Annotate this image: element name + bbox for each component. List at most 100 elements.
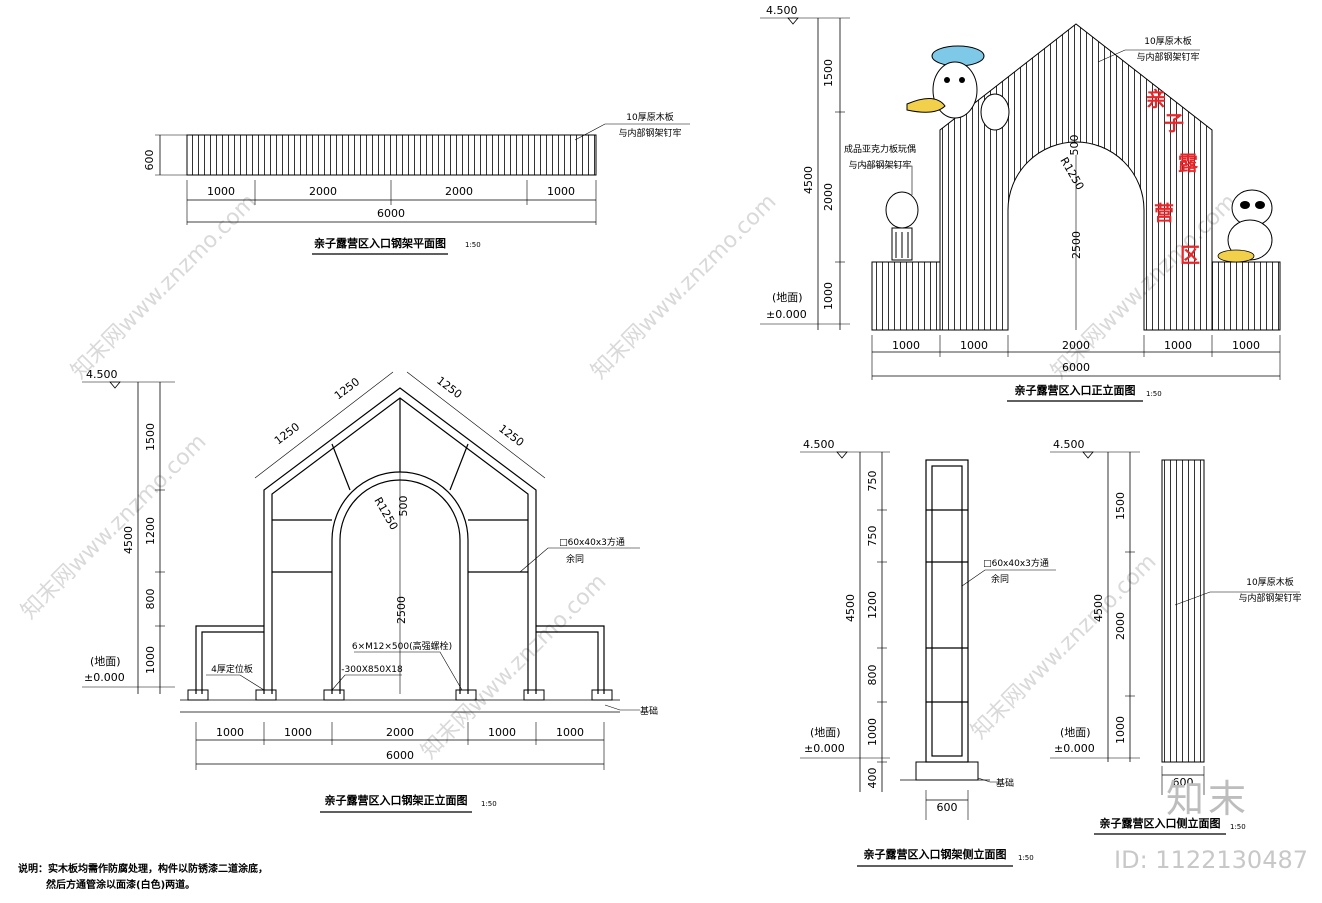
fs-ground-tag: (地面): [810, 726, 841, 739]
fe-sign-char-2: 子: [1164, 111, 1184, 135]
ff-tube-callout-2: 余同: [566, 553, 584, 565]
watermark: 知末网www.znzmo.com: [17, 429, 212, 624]
panda-figure-icon: [1217, 189, 1273, 263]
ff-arch-rise: 500: [397, 496, 410, 517]
fs-tube-callout-2: 余同: [991, 573, 1009, 585]
side-elevation-view: 4.500 (地面) ±0.000 1500 2000 1000 4500 10…: [1050, 438, 1302, 835]
fe-vtotal: 4500: [802, 166, 815, 194]
fs-vseg-1: 750: [866, 471, 879, 492]
se-scale: 1:50: [1230, 823, 1246, 831]
ff-opening-height: 2500: [395, 596, 408, 624]
fs-footing: [915, 761, 979, 781]
se-vseg-3: 1000: [1114, 716, 1127, 744]
plan-seg-4: 1000: [547, 185, 575, 198]
ff-vseg-4: 1000: [144, 646, 157, 674]
plan-title: 亲子露营区入口钢架平面图: [314, 236, 446, 250]
fe-vseg-3: 1000: [822, 282, 835, 310]
fe-figure-callout-2: 与内部钢架钉牢: [848, 159, 911, 171]
plan-depth-label: 600: [143, 150, 156, 171]
fe-vseg-1: 1500: [822, 59, 835, 87]
se-callout-1: 10厚原木板: [1246, 576, 1293, 588]
side-steel-frame: [925, 459, 969, 763]
se-vseg-1: 1500: [1114, 492, 1127, 520]
ff-plate-callout: 4厚定位板: [211, 663, 253, 675]
fe-left-low-panel: [871, 261, 941, 331]
fe-board-callout-2: 与内部钢架钉牢: [1136, 51, 1199, 63]
fe-seg-4: 1000: [1164, 339, 1192, 352]
se-vtotal: 4500: [1092, 594, 1105, 622]
ff-seg-3: 2000: [386, 726, 414, 739]
ff-seg-4: 1000: [488, 726, 516, 739]
se-ground-tag: (地面): [1060, 726, 1091, 739]
fe-figure-callout-1: 成品亚克力板玩偶: [844, 143, 916, 155]
base-plates: [180, 689, 620, 713]
ff-slope-3: 1250: [434, 374, 464, 401]
fe-ground-level: ±0.000: [766, 308, 807, 321]
fs-vseg-5: 1000: [866, 718, 879, 746]
fe-sign-char-5: 区: [1180, 243, 1200, 267]
ff-vseg-2: 1200: [144, 517, 157, 545]
fs-vseg-3: 1200: [866, 591, 879, 619]
id-tag: ID: 1122130487: [1114, 846, 1308, 874]
fs-title: 亲子露营区入口钢架侧立面图: [864, 847, 1007, 861]
ff-slope-2: 1250: [332, 375, 362, 402]
fs-foundation: 基础: [996, 777, 1014, 789]
fs-tube-callout-1: □60x40x3方通: [983, 557, 1049, 569]
fs-ground-level: ±0.000: [804, 742, 845, 755]
fe-seg-1: 1000: [892, 339, 920, 352]
fe-vseg-2: 2000: [822, 183, 835, 211]
fs-width: 600: [937, 801, 958, 814]
fe-seg-3: 2000: [1062, 339, 1090, 352]
fe-arch-rise: 500: [1068, 135, 1081, 156]
fe-arch-radius: R1250: [1057, 155, 1086, 192]
ff-slope-1: 1250: [272, 420, 302, 447]
ff-tube-callout-1: □60x40x3方通: [559, 536, 625, 548]
ff-vseg-1: 1500: [144, 423, 157, 451]
fe-total: 6000: [1062, 361, 1090, 374]
ff-vtotal: 4500: [122, 526, 135, 554]
duck-figure-icon: [906, 45, 1010, 131]
se-title: 亲子露营区入口侧立面图: [1100, 816, 1221, 830]
plan-seg-2: 2000: [309, 185, 337, 198]
ff-seg-2: 1000: [284, 726, 312, 739]
fe-title: 亲子露营区入口正立面图: [1015, 383, 1136, 397]
se-ground-level: ±0.000: [1054, 742, 1095, 755]
ff-slope-4: 1250: [496, 422, 526, 449]
se-callout-2: 与内部钢架钉牢: [1238, 592, 1301, 604]
plan-callout-2: 与内部钢架钉牢: [618, 127, 681, 139]
frame-front-view: 4.500 (地面) ±0.000 1500 1200 800 1000 450…: [82, 368, 658, 813]
fs-vseg-2: 750: [866, 526, 879, 547]
ff-ground-tag: (地面): [90, 655, 121, 668]
fs-top-level: 4.500: [803, 438, 835, 451]
note-line-2: 然后方通管涂以面漆(白色)两道。: [46, 880, 196, 891]
plan-view: 600 1000 2000 2000 1000 6000 10厚原木板 与内部钢…: [143, 111, 690, 255]
ff-title: 亲子露营区入口钢架正立面图: [325, 793, 468, 807]
ff-total: 6000: [386, 749, 414, 762]
plan-seg-1: 1000: [207, 185, 235, 198]
plan-scale: 1:50: [465, 241, 481, 249]
watermark: 知末网www.znzmo.com: [587, 189, 782, 384]
fe-opening-height: 2500: [1070, 231, 1083, 259]
ff-seg-1: 1000: [216, 726, 244, 739]
fe-ground-tag: (地面): [772, 291, 803, 304]
fs-vtotal: 4500: [844, 594, 857, 622]
ff-top-level: 4.500: [86, 368, 118, 381]
front-elevation-view: 4.500 (地面) ±0.000 1500 2000 1000 4500 50…: [760, 4, 1281, 402]
fe-sign-char-1: 亲: [1146, 87, 1166, 111]
se-top-level: 4.500: [1053, 438, 1085, 451]
fe-seg-5: 1000: [1232, 339, 1260, 352]
watermark: 知末网www.znzmo.com: [67, 189, 262, 384]
se-board-column: [1161, 459, 1205, 763]
plan-total: 6000: [377, 207, 405, 220]
ff-bolt-callout: 6×M12×500(高强螺栓): [352, 640, 452, 652]
ff-ground-level: ±0.000: [84, 671, 125, 684]
fe-seg-2: 1000: [960, 339, 988, 352]
fs-vseg-4: 800: [866, 665, 879, 686]
fe-sign-char-4: 营: [1154, 201, 1174, 225]
watermark-layer: 知末网www.znzmo.com 知末网www.znzmo.com 知末网www…: [17, 189, 1242, 764]
brand-logo: 知末: [1165, 777, 1250, 821]
se-vseg-2: 2000: [1114, 612, 1127, 640]
ff-scale: 1:50: [481, 800, 497, 808]
ff-foundation: 基础: [640, 705, 658, 717]
frame-side-view: 4.500 (地面) ±0.000 750 750 1200 800 1000 …: [800, 438, 1056, 867]
